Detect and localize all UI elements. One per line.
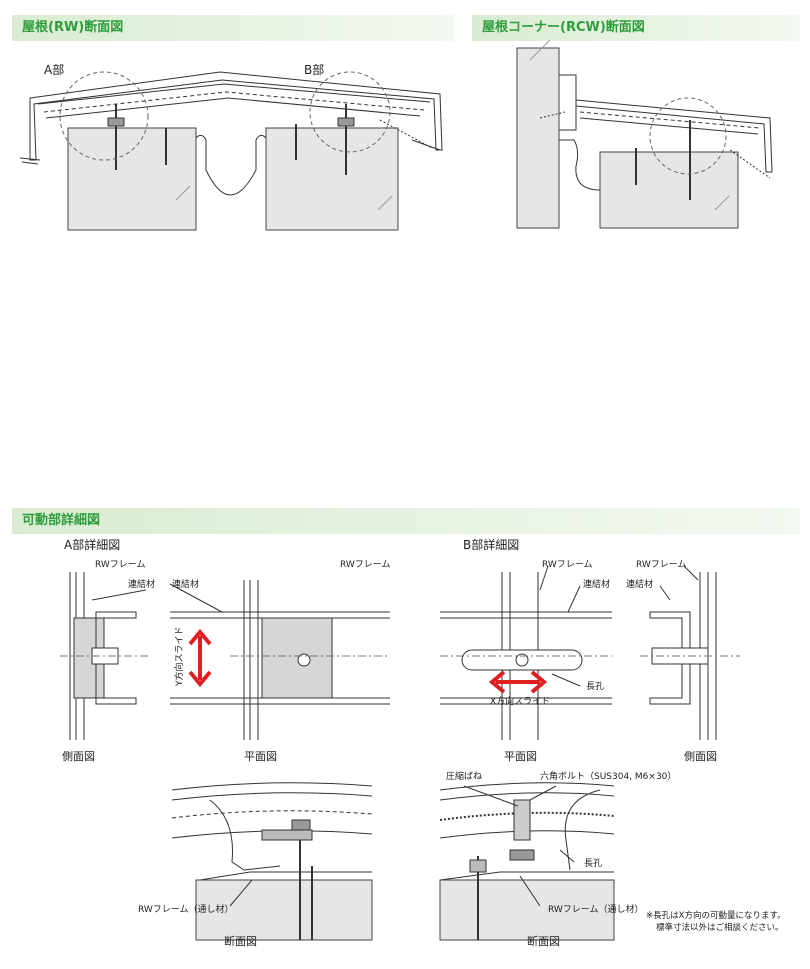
detail-b-section-label: RWフレーム（通し材） [548,903,644,915]
rcw-section-drawing [516,39,773,229]
detail-b-link-label-2: 連結材 [626,578,653,590]
y-slide-arrow-icon [188,628,212,688]
detail-a-plan-view-caption: 平面図 [244,750,277,763]
detail-b-rw-frame-label: RWフレーム [542,559,593,570]
detail-a-side-view-caption: 側面図 [62,750,95,763]
detail-b-slot-label-2: 長孔 [584,858,602,869]
note-line-2: 標準寸法以外はご相談ください。 [656,923,784,933]
detail-a-rw-frame-label: RWフレーム [95,559,146,570]
detail-a-plan-view [169,580,390,740]
detail-a-rw-frame-label-2: RWフレーム [340,559,391,570]
detail-a-section-view [171,782,373,941]
label-b-part: B部 [304,62,324,77]
section-header-rw: 屋根(RW)断面図 [12,15,454,41]
detail-a-section-label: RWフレーム（通し材） [138,903,234,915]
detail-b-plan-view [440,565,612,740]
detail-a-title: A部詳細図 [64,537,120,552]
detail-b-link-label-1: 連結材 [583,578,610,590]
detail-a-section-view-caption: 断面図 [224,934,257,948]
detail-b-slide-label: X方向スライド [490,695,550,707]
x-slide-arrow-icon [488,670,548,694]
section-header-rcw: 屋根コーナー(RCW)断面図 [472,15,800,41]
detail-b-title: B部詳細図 [463,537,519,552]
note-line-1: ※長孔はX方向の可動量になります。 [646,911,786,921]
detail-b-bolt-label: 六角ボルト（SUS304, M6×30） [540,770,676,782]
section-header-movable: 可動部詳細図 [12,508,800,534]
label-a-part: A部 [44,62,64,77]
detail-b-spring-label: 圧縮ばね [446,770,482,782]
detail-b-slot-label: 長孔 [586,681,604,692]
detail-b-side-view [640,565,740,740]
detail-b-section-view [439,782,615,941]
detail-b-section-view-caption: 断面図 [527,934,560,948]
detail-a-slide-label: Y方向スライド [173,627,185,688]
detail-b-plan-view-caption: 平面図 [504,750,537,763]
note: ※長孔はX方向の可動量になります。 標準寸法以外はご相談ください。 [646,910,806,934]
detail-a-side-view [60,572,150,740]
detail-a-link-label-2: 連結材 [172,578,199,590]
detail-a-link-label-1: 連結材 [128,578,155,590]
detail-b-rw-frame-label-2: RWフレーム [636,559,687,570]
detail-b-side-view-caption: 側面図 [684,750,717,763]
